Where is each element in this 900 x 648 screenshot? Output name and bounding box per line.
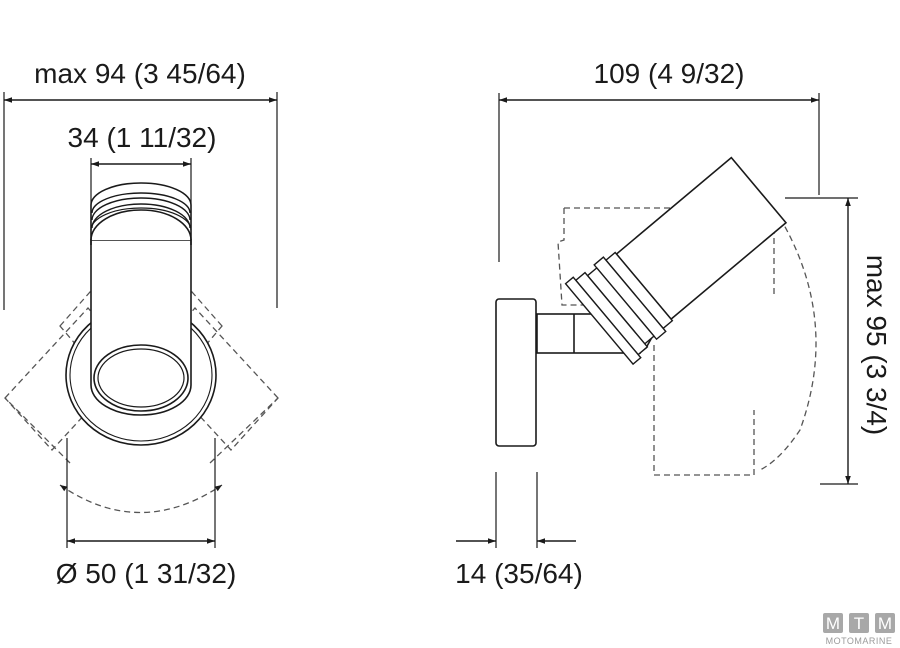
head-width-label: 34 (1 11/32) bbox=[68, 122, 217, 153]
logo-letter-t: T bbox=[854, 614, 864, 633]
base-diameter-label: Ø 50 (1 31/32) bbox=[56, 558, 237, 589]
swing-arc bbox=[59, 484, 223, 514]
overall-length-dimension: 109 (4 9/32) bbox=[498, 58, 820, 262]
motomarine-logo: M T M MOTOMARINE bbox=[823, 613, 895, 646]
head-width-dimension: 34 (1 11/32) bbox=[68, 122, 217, 203]
overall-height-dimension: max 95 (3 3/4) bbox=[785, 197, 892, 485]
base-thickness-dimension: 14 (35/64) bbox=[455, 472, 583, 589]
front-view: max 94 (3 45/64) 34 (1 11/32) bbox=[3, 58, 279, 589]
side-view: 109 (4 9/32) max 95 (3 3/4) bbox=[455, 58, 892, 589]
logo-letter-m2: M bbox=[878, 614, 892, 633]
wall-plate bbox=[495, 298, 537, 447]
logo-letter-m1: M bbox=[826, 614, 840, 633]
overall-height-label: max 95 (3 3/4) bbox=[861, 255, 892, 436]
logo-subtitle: MOTOMARINE bbox=[826, 636, 893, 646]
overall-length-label: 109 (4 9/32) bbox=[594, 58, 745, 89]
lamp-head-side bbox=[564, 156, 788, 366]
base-diameter-dimension: Ø 50 (1 31/32) bbox=[56, 438, 237, 589]
lamp-body-front bbox=[90, 182, 192, 416]
base-thickness-label: 14 (35/64) bbox=[455, 558, 583, 589]
overall-width-dimension: max 94 (3 45/64) bbox=[3, 58, 278, 310]
overall-width-label: max 94 (3 45/64) bbox=[34, 58, 246, 89]
